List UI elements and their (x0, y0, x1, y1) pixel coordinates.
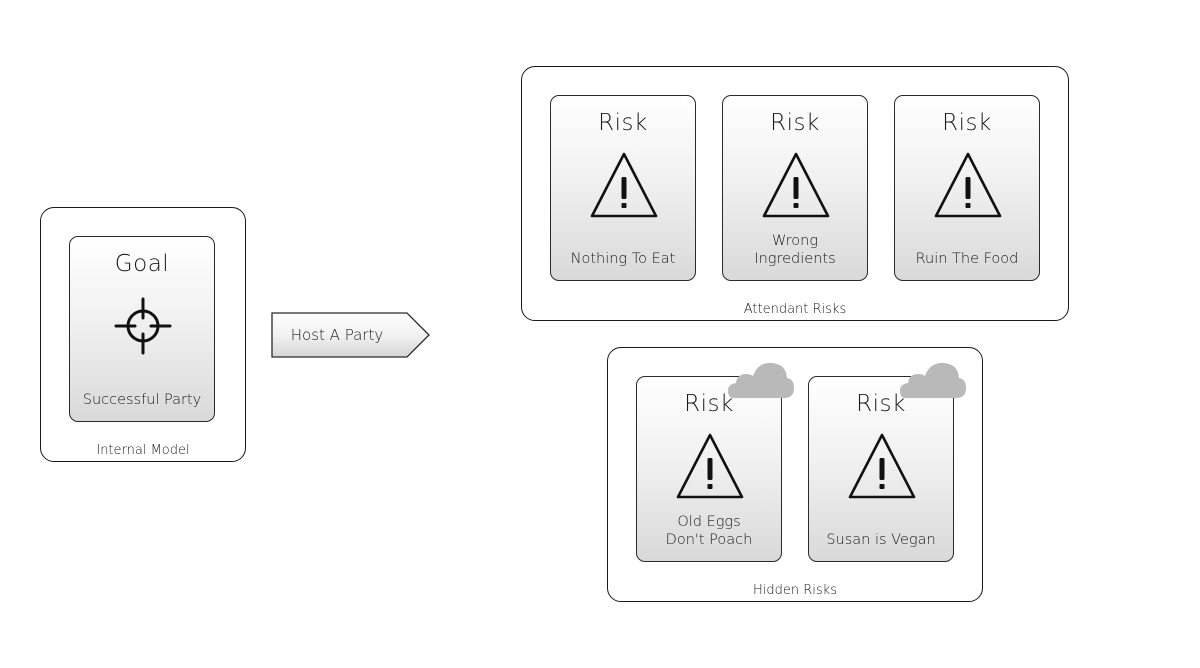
warning-triangle-icon (762, 152, 830, 218)
risk-card: Risk Nothing To Eat (550, 95, 696, 281)
risk-card-text: Wrong Ingredients (754, 233, 836, 267)
risk-card-text: Susan is Vegan (826, 532, 936, 548)
hidden-risk-card: Risk Susan is Vegan (808, 376, 954, 562)
risk-card-title: Risk (942, 110, 992, 136)
warning-triangle-icon (676, 433, 744, 499)
risk-card-title: Risk (598, 110, 648, 136)
goal-card-text: Successful Party (82, 392, 202, 408)
warning-triangle-icon (590, 152, 658, 218)
risk-card: Risk Wrong Ingredients (722, 95, 868, 281)
risk-card-title: Risk (770, 110, 820, 136)
hidden-risks-label: Hidden Risks (753, 583, 837, 598)
risk-card-title: Risk (856, 391, 906, 417)
warning-triangle-icon (934, 152, 1002, 218)
goal-card: Goal Successful Party (69, 236, 215, 422)
risk-card: Risk Ruin The Food (894, 95, 1040, 281)
attendant-risks-label: Attendant Risks (743, 302, 847, 317)
risk-card-text: Old Eggs Don't Poach (665, 514, 753, 548)
cloud-icon (728, 362, 794, 398)
warning-triangle-icon (848, 433, 916, 499)
risk-card-text: Nothing To Eat (570, 251, 676, 267)
risk-card-text: Ruin The Food (915, 251, 1019, 267)
crosshair-target-icon (114, 297, 172, 355)
host-party-arrow (271, 312, 430, 358)
risk-card-title: Risk (684, 391, 734, 417)
internal-model-label: Internal Model (96, 443, 190, 458)
host-party-label: Host A Party (290, 326, 384, 344)
internal-model-group: Goal Successful Party Internal Model (40, 207, 246, 462)
hidden-risks-group: Risk Old Eggs Don't Poach Risk Susan is … (607, 347, 983, 602)
cloud-icon (900, 362, 966, 398)
goal-card-title: Goal (114, 251, 170, 277)
attendant-risks-group: Risk Nothing To Eat Risk Wrong Ingredien… (521, 66, 1069, 321)
hidden-risk-card: Risk Old Eggs Don't Poach (636, 376, 782, 562)
